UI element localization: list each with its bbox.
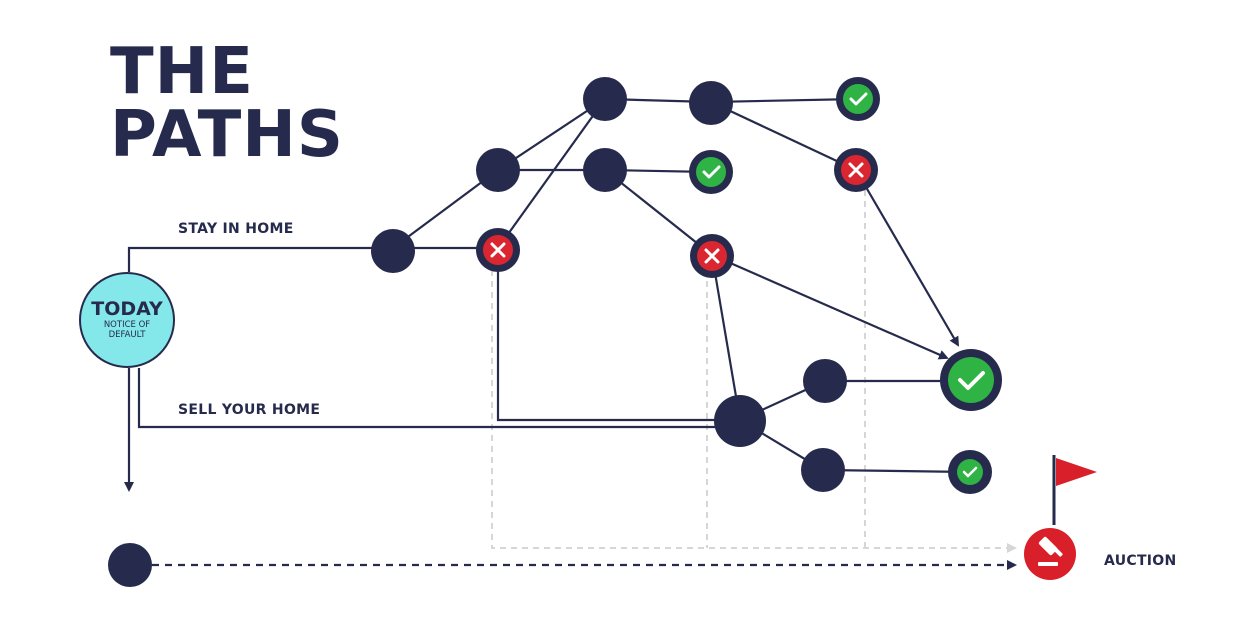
connector (822, 468, 971, 474)
x-icon (490, 242, 506, 258)
connector (710, 97, 859, 104)
fail-node (834, 148, 878, 192)
path-node (476, 148, 520, 192)
success-node (940, 349, 1002, 411)
page-title-line-2: PATHS (110, 98, 344, 172)
x-icon (704, 248, 720, 264)
today-title: TODAY (91, 298, 163, 321)
path-node (689, 81, 733, 125)
path-node (583, 148, 627, 192)
fail-node (476, 228, 520, 272)
connector (710, 101, 857, 171)
dashed-guides (491, 190, 1017, 553)
arrow-connector (711, 253, 949, 360)
today-subtitle: NOTICE OF DEFAULT (103, 320, 151, 340)
connector (497, 98, 606, 249)
page-title-line-1: THE (110, 35, 254, 109)
path-node (803, 359, 847, 403)
path-node (714, 395, 766, 447)
sell-path-line (137, 368, 740, 429)
success-node (948, 450, 992, 494)
gavel-icon (1038, 536, 1063, 566)
check-icon (702, 165, 721, 179)
success-node (689, 150, 733, 194)
nodes (108, 77, 847, 587)
stay-in-home-label: STAY IN HOME (178, 221, 294, 237)
fail-node (690, 234, 734, 278)
guide-line-1 (491, 270, 1017, 553)
path-node (371, 229, 415, 273)
sell-your-home-label: SELL YOUR HOME (178, 402, 321, 418)
auction-label: AUCTION (1104, 553, 1177, 569)
auction-node (1024, 528, 1076, 580)
flag-icon (1052, 455, 1097, 525)
check-icon (962, 466, 978, 478)
x-icon (848, 162, 864, 178)
stay-path-line (127, 246, 393, 272)
check-icon (849, 92, 868, 106)
arrow-connector (855, 169, 960, 347)
path-node (801, 448, 845, 492)
connector (710, 254, 742, 421)
success-node (836, 77, 880, 121)
check-icon (958, 371, 985, 390)
connector (604, 169, 713, 256)
path-node (583, 77, 627, 121)
path-node (108, 543, 152, 587)
today-node: TODAY NOTICE OF DEFAULT (79, 272, 175, 368)
connector (496, 248, 740, 422)
